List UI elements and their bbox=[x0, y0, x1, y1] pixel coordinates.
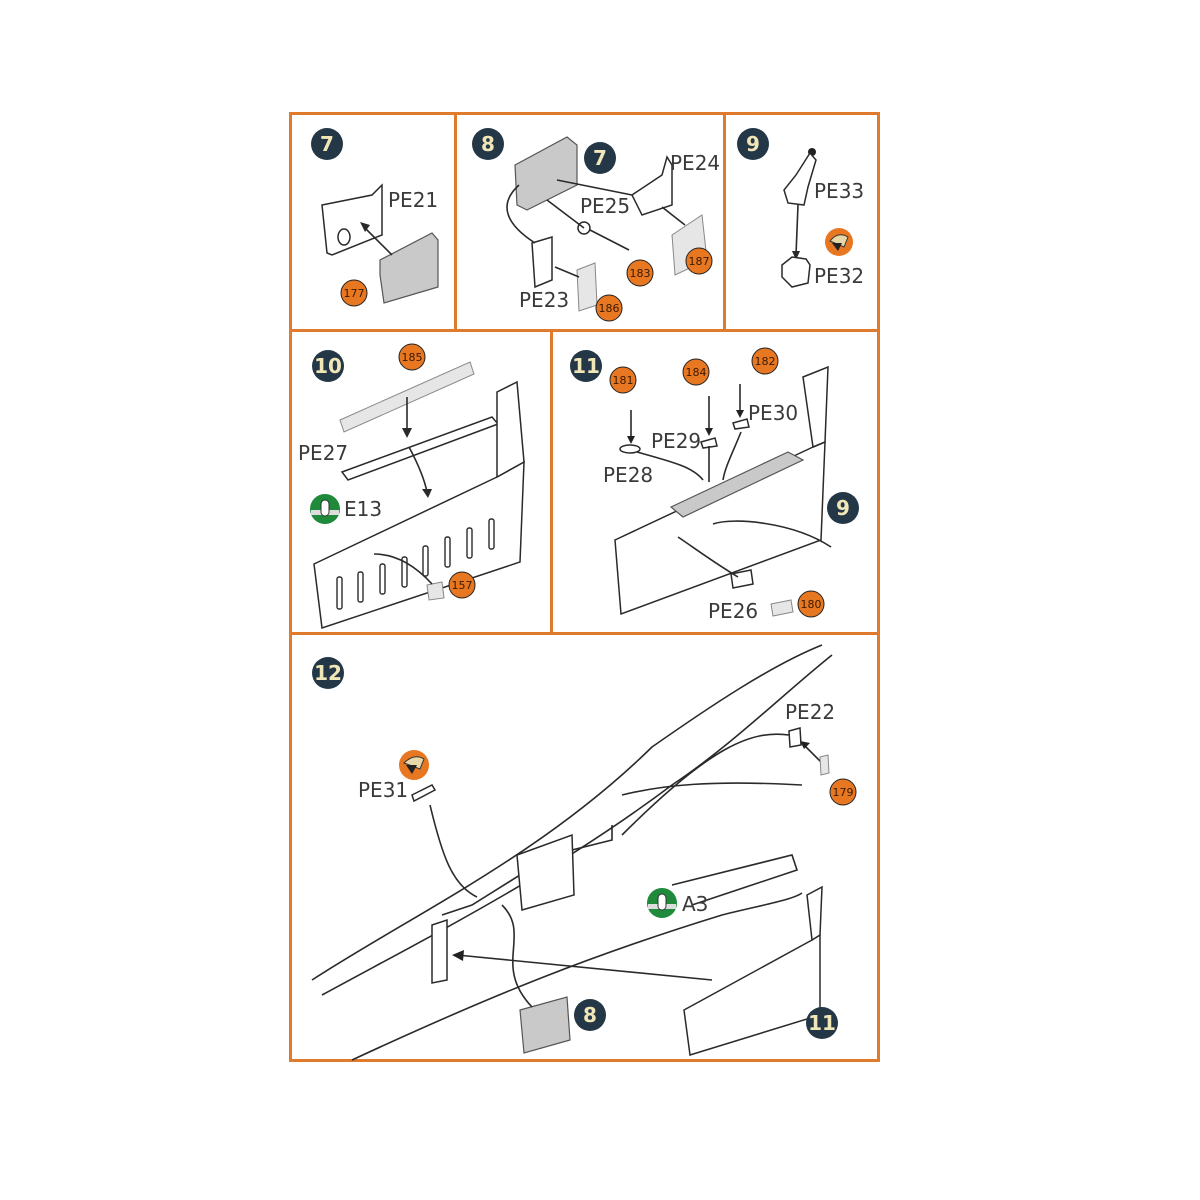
pe31-part bbox=[411, 784, 437, 803]
step-10-badge: 10 bbox=[312, 350, 344, 382]
step-11-ref-9-badge: 9 bbox=[827, 492, 859, 524]
step-11-panel: 11 181 184 182 PE28 PE29 PE30 bbox=[550, 329, 880, 635]
label-pe27: PE27 bbox=[298, 441, 348, 465]
svg-text:11: 11 bbox=[572, 354, 600, 378]
pe29-part bbox=[700, 437, 718, 449]
plastic-part-icon bbox=[310, 494, 340, 524]
step-8-panel: 8 7 PE24 PE25 PE23 186 bbox=[454, 112, 726, 332]
svg-text:8: 8 bbox=[481, 132, 495, 156]
decal-180-sheet bbox=[770, 599, 794, 617]
svg-text:10: 10 bbox=[314, 354, 342, 378]
step-12-badge: 12 bbox=[312, 657, 344, 689]
step-9-badge: 9 bbox=[737, 128, 769, 160]
svg-text:181: 181 bbox=[613, 374, 634, 387]
label-pe22: PE22 bbox=[785, 700, 835, 724]
pe23-part bbox=[531, 235, 553, 289]
svg-text:11: 11 bbox=[808, 1011, 836, 1035]
pe28-part bbox=[619, 444, 641, 454]
paint-icon bbox=[825, 228, 853, 256]
decal-187-badge: 187 bbox=[685, 247, 713, 275]
decal-157-badge: 157 bbox=[448, 571, 476, 599]
svg-text:186: 186 bbox=[599, 302, 620, 315]
step-8-badge: 8 bbox=[472, 128, 504, 160]
pe21-fret bbox=[379, 232, 439, 304]
step-8-ref-7-badge: 7 bbox=[584, 142, 616, 174]
decal-180-badge: 180 bbox=[797, 590, 825, 618]
step-12-panel: 12 PE31 PE22 bbox=[289, 632, 880, 1062]
slots bbox=[336, 518, 495, 610]
step-11-badge: 11 bbox=[570, 350, 602, 382]
step-12-drawing: 12 PE31 PE22 bbox=[311, 644, 857, 1061]
label-pe24: PE24 bbox=[670, 151, 720, 175]
svg-text:184: 184 bbox=[686, 366, 707, 379]
label-pe30: PE30 bbox=[748, 401, 798, 425]
pe33-part bbox=[783, 151, 817, 206]
label-pe23: PE23 bbox=[519, 288, 569, 312]
pe32-part bbox=[781, 256, 811, 288]
label-pe28: PE28 bbox=[603, 463, 653, 487]
label-a3: A3 bbox=[682, 892, 708, 916]
pe26-part bbox=[730, 569, 754, 589]
step-10-drawing: 10 185 PE27 E13 bbox=[298, 343, 525, 630]
svg-text:9: 9 bbox=[746, 132, 760, 156]
step-7-panel: 7 PE21 177 bbox=[289, 112, 457, 332]
svg-text:7: 7 bbox=[593, 146, 607, 170]
step-11-drawing: 11 181 184 182 PE28 PE29 PE30 bbox=[570, 347, 859, 623]
instruction-sheet: 7 PE21 177 8 7 PE24 bbox=[289, 112, 880, 1062]
fuselage-half bbox=[311, 644, 833, 1061]
step-12-ref-11-badge: 11 bbox=[806, 1007, 838, 1039]
decal-181-badge: 181 bbox=[609, 366, 637, 394]
label-pe33: PE33 bbox=[814, 179, 864, 203]
decal-157-sheet bbox=[426, 581, 445, 601]
svg-text:12: 12 bbox=[314, 661, 342, 685]
paint-icon bbox=[399, 750, 429, 780]
label-pe21: PE21 bbox=[388, 188, 438, 212]
decal-186-sheet bbox=[576, 262, 598, 312]
step-9-drawing: 9 PE33 PE32 bbox=[737, 128, 864, 288]
decal-184-badge: 184 bbox=[682, 358, 710, 386]
label-pe29: PE29 bbox=[651, 429, 701, 453]
step-8-subassembly bbox=[519, 996, 571, 1054]
step-7-badge: 7 bbox=[311, 128, 343, 160]
label-pe31: PE31 bbox=[358, 778, 408, 802]
step-9-panel: 9 PE33 PE32 bbox=[723, 112, 880, 332]
step-12-ref-8-badge: 8 bbox=[574, 999, 606, 1031]
label-e13: E13 bbox=[344, 497, 382, 521]
svg-text:177: 177 bbox=[344, 287, 365, 300]
pe21-part bbox=[321, 183, 383, 256]
decal-177-badge: 177 bbox=[340, 279, 368, 307]
svg-text:9: 9 bbox=[836, 496, 850, 520]
svg-text:157: 157 bbox=[452, 579, 473, 592]
label-pe25: PE25 bbox=[580, 194, 630, 218]
svg-text:183: 183 bbox=[630, 267, 651, 280]
e13-side-panel bbox=[313, 460, 525, 630]
pe22-part bbox=[788, 727, 802, 748]
svg-text:7: 7 bbox=[320, 132, 334, 156]
console-top-decals bbox=[669, 451, 805, 518]
svg-text:185: 185 bbox=[402, 351, 423, 364]
plastic-part-icon bbox=[647, 888, 677, 918]
label-pe32: PE32 bbox=[814, 264, 864, 288]
decal-185-badge: 185 bbox=[398, 343, 426, 371]
panel-assembly bbox=[514, 136, 578, 211]
svg-text:180: 180 bbox=[801, 598, 822, 611]
label-pe26: PE26 bbox=[708, 599, 758, 623]
pe24-part bbox=[631, 155, 673, 216]
step-10-panel: 10 185 PE27 E13 bbox=[289, 329, 553, 635]
pe30-part bbox=[732, 418, 750, 430]
decal-183-badge: 183 bbox=[626, 259, 654, 287]
decal-182-badge: 182 bbox=[751, 347, 779, 375]
step-11-subassembly bbox=[683, 933, 821, 1056]
svg-text:8: 8 bbox=[583, 1003, 597, 1027]
svg-text:182: 182 bbox=[755, 355, 776, 368]
svg-text:187: 187 bbox=[689, 255, 710, 268]
decal-186-badge: 186 bbox=[595, 294, 623, 322]
svg-text:179: 179 bbox=[833, 786, 854, 799]
step-7-drawing: 7 PE21 177 bbox=[311, 128, 439, 307]
decal-179-sheet bbox=[819, 754, 830, 776]
step-8-drawing: 8 7 PE24 PE25 PE23 186 bbox=[472, 128, 720, 322]
decal-179-badge: 179 bbox=[829, 778, 857, 806]
